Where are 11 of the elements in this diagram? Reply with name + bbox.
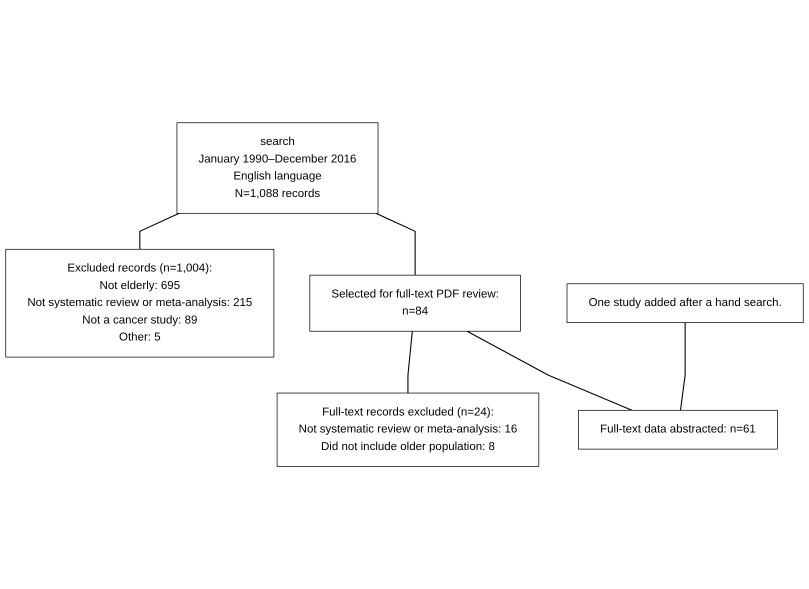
node-box: Full-text data abstracted: n=61	[578, 410, 778, 450]
connector	[466, 330, 632, 411]
node-box: One study added after a hand search.	[566, 283, 804, 323]
node-box: Excluded records (n=1,004): Not elderly: 695 Not systematic review or meta-analysis: 215 Not a cancer study: 89 Other: 5	[5, 248, 274, 358]
connector	[680, 322, 686, 410]
node-box: Full-text records excluded (n=24): Not systematic review or meta-analysis: 16 Did not include older population: 8	[276, 392, 540, 467]
connector	[139, 212, 180, 250]
connector	[376, 212, 416, 276]
connector	[407, 331, 413, 393]
node-box: Selected for full-text PDF review: n=84	[309, 274, 521, 332]
node-box: search January 1990–December 2016 English language N=1,088 records	[176, 122, 378, 214]
